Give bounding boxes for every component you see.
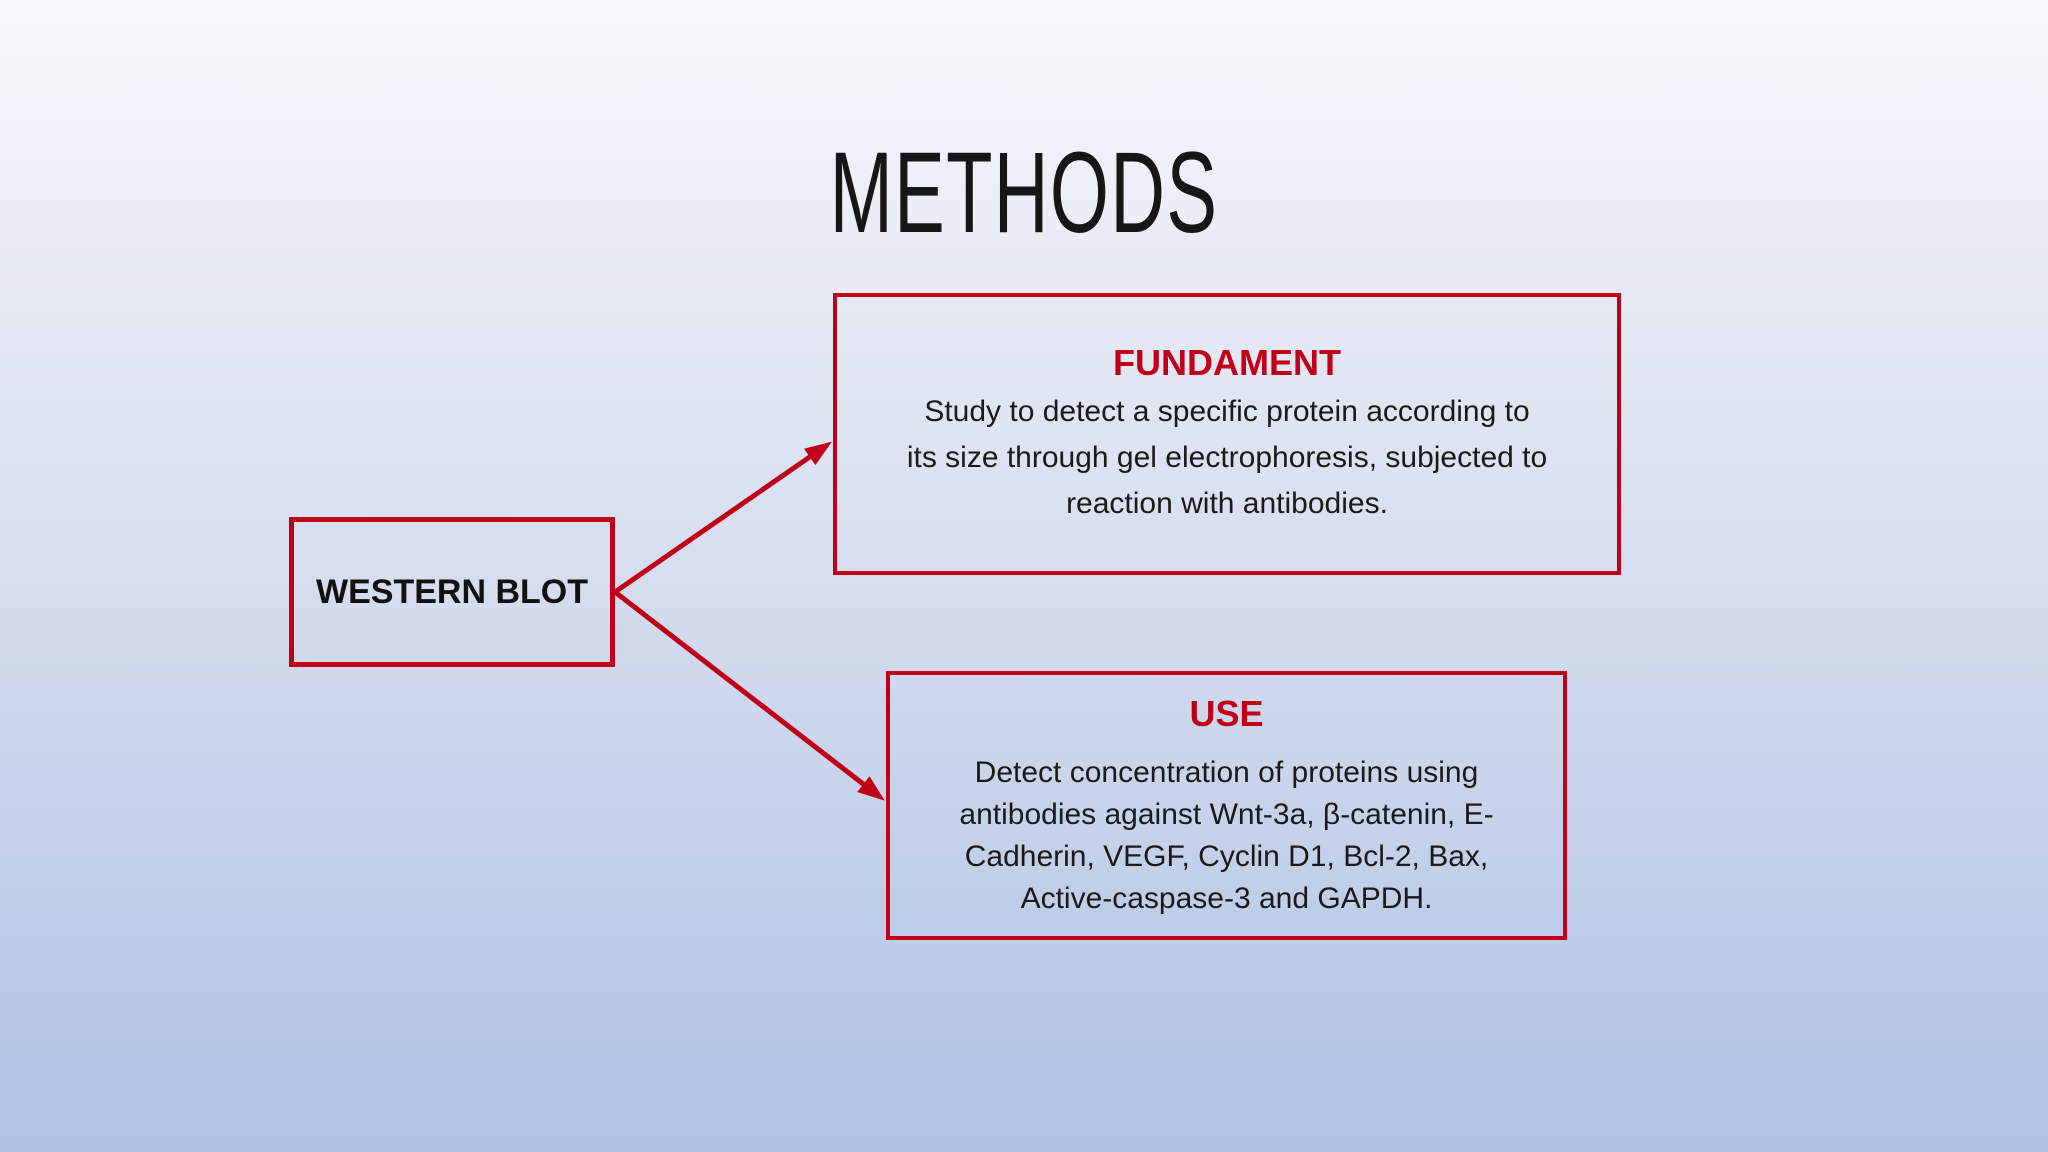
use-box: USE Detect concentration of proteins usi… — [886, 671, 1567, 940]
use-heading: USE — [1189, 692, 1264, 734]
slide-title: METHODS — [829, 129, 1219, 257]
western-blot-label: WESTERN BLOT — [316, 572, 588, 611]
western-blot-box: WESTERN BLOT — [289, 517, 615, 667]
fundament-body-text: Study to detect a specific protein accor… — [906, 395, 1548, 520]
use-body-text: Detect concentration of proteins using a… — [959, 755, 1494, 915]
arrow-to-use — [613, 590, 885, 801]
fundament-heading: FUNDAMENT — [1113, 342, 1341, 383]
arrow-to-fundament — [613, 441, 832, 595]
fundament-box: FUNDAMENT Study to detect a specific pro… — [833, 293, 1621, 575]
